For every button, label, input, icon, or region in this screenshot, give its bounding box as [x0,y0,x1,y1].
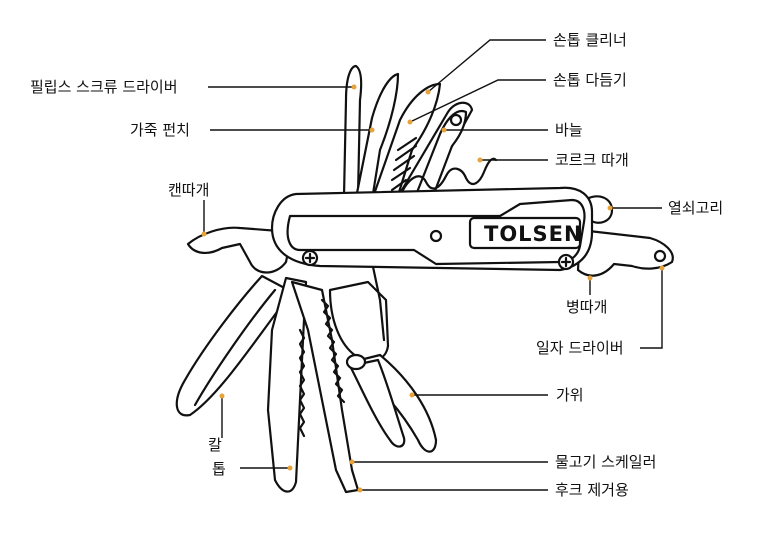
marker-phillips [351,84,357,90]
marker-nail-cleaner [425,89,431,95]
label-phillips: 필립스 스크류 드라이버 [30,78,178,96]
label-nail-cleaner: 손톱 클리너 [553,31,627,49]
label-flat-screwdriver: 일자 드라이버 [536,339,624,357]
label-leather-punch: 가죽 펀치 [130,121,190,139]
screwdriver-hole [653,249,667,263]
marker-keyring [607,205,613,211]
phillips-tool [342,64,363,198]
marker-fish-scaler [349,459,355,465]
nail-file-hatch [390,136,418,192]
knife-edge-line [193,288,277,407]
callout-labels: 손톱 클리너 손톱 다듬기 필립스 스크류 드라이버 바늘 가죽 펀치 코르크 … [30,31,723,499]
scissors-pivot [345,353,367,371]
tool-body: TOLSEN [270,186,594,272]
corkscrew-tool [398,157,498,198]
scaler-teeth [320,298,346,404]
label-bottle-opener: 병따개 [566,298,607,316]
marker-flat-screwdriver [659,265,665,271]
label-saw: 톱 [212,460,226,478]
label-fish-scaler: 물고기 스케일러 [555,453,656,471]
body-rivet [429,229,443,243]
marker-scissors [409,392,415,398]
label-needle: 바늘 [555,121,583,139]
needle-eye [449,113,463,127]
keyring-tool [583,195,614,224]
marker-bottle-opener [587,275,593,281]
marker-dots [201,84,665,493]
tool-illustration [175,64,674,494]
marker-corkscrew [477,157,483,163]
marker-saw [287,465,293,471]
label-nail-file: 손톱 다듬기 [553,71,627,89]
marker-can-opener [201,231,207,237]
leader-flat-screwdriver [640,268,663,349]
nail-file-tool [370,82,442,204]
leader-nail-cleaner [427,39,546,93]
label-scissors: 가위 [556,386,584,404]
leather-punch-tool [354,72,400,202]
can-opener-tool [186,226,294,274]
saw-teeth [298,328,306,438]
body-screw-left-cross [304,252,316,264]
marker-hook-remover [357,487,363,493]
brand-logo: TOLSEN [484,222,583,246]
label-hook-remover: 후크 제거용 [555,481,629,499]
label-keyring: 열쇠고리 [668,199,723,217]
label-knife: 칼 [208,436,222,454]
leader-lines [203,39,663,491]
leader-nail-file [409,79,546,123]
marker-needle [441,127,447,133]
marker-knife [219,393,225,399]
label-can-opener: 캔따개 [168,181,209,199]
marker-nail-file [407,119,413,125]
label-corkscrew: 코르크 따개 [555,151,629,169]
body-screw-right-cross [560,256,572,268]
scissors-blade-b [348,358,406,448]
flat-screwdriver-tool [576,228,674,277]
scissors-spring [370,260,386,342]
marker-leather-punch [369,127,375,133]
body-logo-plate [468,216,582,250]
needle-tool [412,109,468,206]
